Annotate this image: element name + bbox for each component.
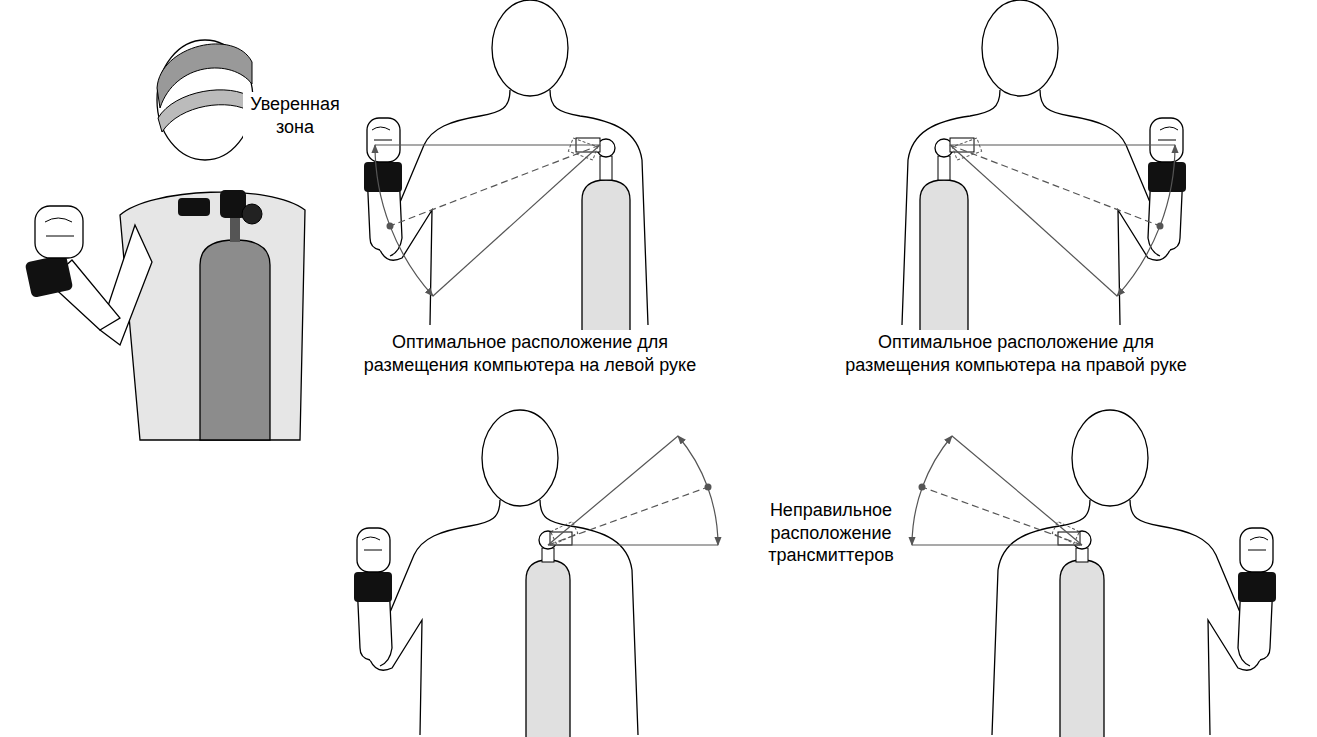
zone-label: Уверенная зона (243, 92, 347, 139)
diver-outline (354, 410, 718, 737)
diver-outline (364, 0, 648, 330)
diver-outline (912, 410, 1276, 737)
caption-text: Оптимальное расположение для размещения … (838, 330, 1194, 377)
diver-outline (902, 0, 1186, 330)
caption-text: Оптимальное расположение для размещения … (352, 330, 708, 377)
caption-text: Неправильное расположение трансмиттеров (758, 498, 904, 568)
